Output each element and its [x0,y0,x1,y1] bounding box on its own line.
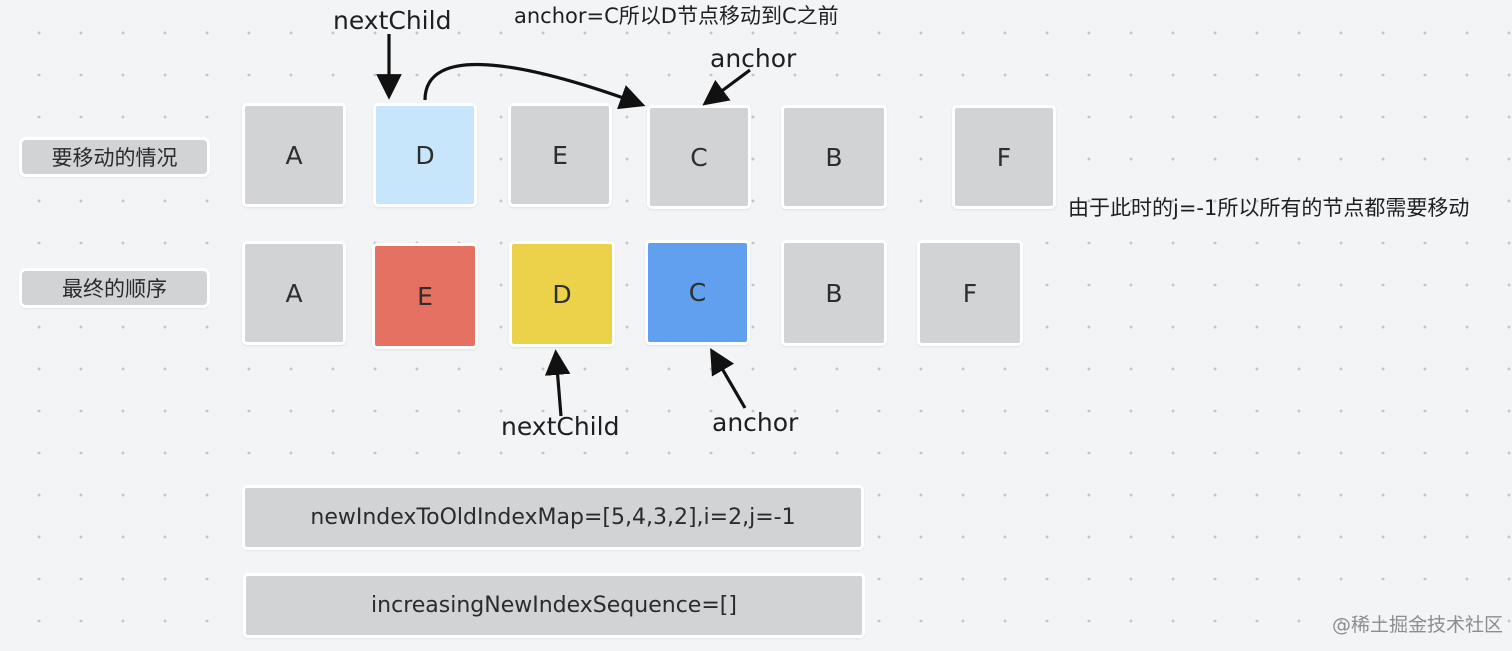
index-map-bar: newIndexToOldIndexMap=[5,4,3,2],i=2,j=-1 [242,485,864,550]
final-node-a: A [242,241,346,345]
sequence-bar: increasingNewIndexSequence=[] [243,573,865,638]
anchor-label-top: anchor [710,44,797,73]
side-note: 由于此时的j=-1所以所有的节点都需要移动 [1068,196,1470,220]
current-node-d: D [373,103,477,207]
arrow-move-d-to-c [423,62,646,110]
current-node-f: F [952,105,1056,209]
final-node-c: C [645,240,750,345]
row-label-current: 要移动的情况 [19,137,210,177]
watermark: @稀土掘金技术社区 [1332,614,1504,636]
row-label-final: 最终的顺序 [19,268,210,308]
final-node-d: D [509,241,615,347]
arrow-next-child-bottom [544,349,571,417]
final-node-e: E [372,243,478,349]
next-child-label-top: nextChild [333,6,452,35]
top-annotation: anchor=C所以D节点移动到C之前 [514,4,839,28]
anchor-label-bottom: anchor [712,408,799,437]
current-node-c: C [647,105,751,209]
arrow-anchor-bottom [710,348,747,409]
final-node-f: F [917,240,1023,346]
current-node-e: E [508,103,612,207]
arrow-anchor-top [702,68,751,106]
current-node-a: A [242,103,346,207]
current-node-b: B [781,105,887,209]
next-child-label-bottom: nextChild [501,412,620,441]
final-node-b: B [781,240,887,346]
